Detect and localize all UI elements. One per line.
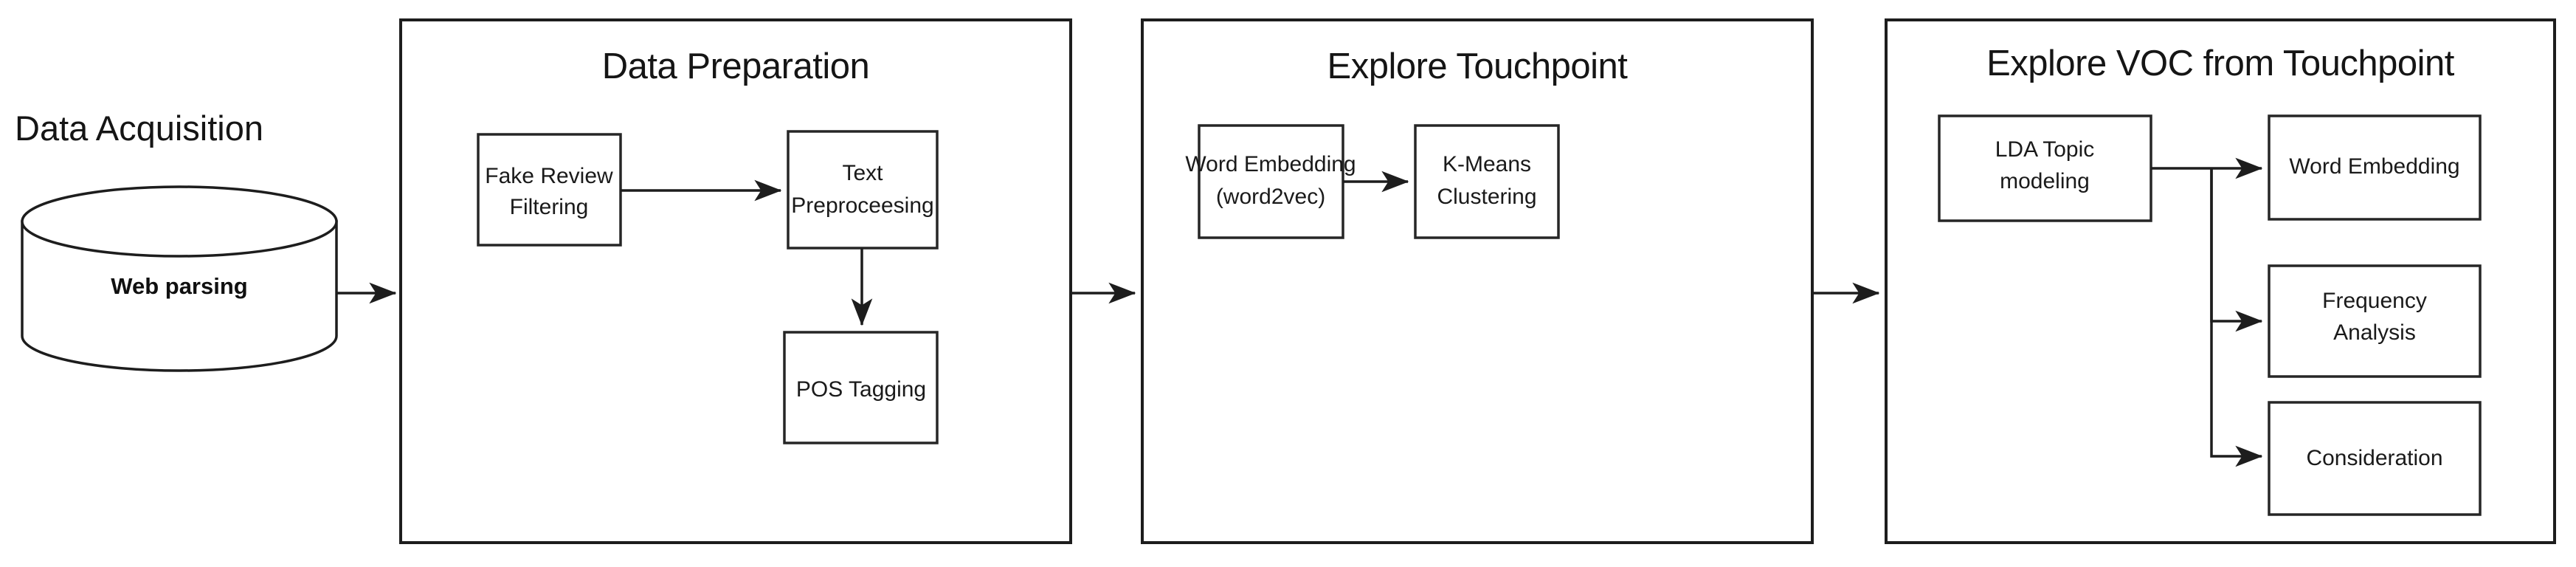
stage-data-preparation[interactable]: Data Preparation Fake Review Filtering T…: [399, 18, 1136, 544]
node-label-frequency-analysis-line1: Frequency: [2322, 289, 2427, 313]
node-label-web-parsing: Web parsing: [111, 273, 247, 299]
node-label-lda-topic-modeling-line2: modeling: [2000, 169, 2090, 193]
node-lda-topic-modeling[interactable]: LDA Topic modeling: [1938, 114, 2152, 222]
node-label-fake-review-filtering-line2: Filtering: [510, 195, 589, 219]
stage-title-explore-touchpoint: Explore Touchpoint: [1327, 47, 1629, 86]
cylinder-body: [21, 220, 338, 372]
node-box-consideration: [2268, 401, 2482, 516]
node-pos-tagging[interactable]: POS Tagging: [783, 331, 939, 444]
node-box-word-embedding: [2268, 114, 2482, 221]
stage-explore-voc-from-touchpoint[interactable]: Explore VOC from Touchpoint LDA Topic mo…: [1885, 18, 2556, 544]
node-consideration[interactable]: Consideration: [2268, 401, 2482, 516]
node-label-word-embedding: Word Embedding: [2289, 154, 2459, 179]
node-word-embedding-word2vec[interactable]: Word Embedding (word2vec): [1185, 124, 1356, 239]
stage-title-data-acquisition: Data Acquisition: [15, 109, 263, 148]
node-label-fake-review-filtering-line1: Fake Review: [485, 164, 613, 188]
node-web-parsing[interactable]: Web parsing: [21, 185, 338, 372]
node-frequency-analysis[interactable]: Frequency Analysis: [2268, 264, 2482, 378]
connector-lda-to-consideration: [2210, 168, 2263, 467]
node-label-k-means-clustering-line2: Clustering: [1437, 185, 1536, 209]
node-text-preproceesing[interactable]: Text Preproceesing: [787, 130, 939, 250]
node-box-pos-tagging: [783, 331, 939, 444]
node-label-text-preproceesing-line2: Preproceesing: [791, 193, 933, 218]
node-label-frequency-analysis-line2: Analysis: [2333, 320, 2416, 345]
node-box-frequency-analysis: [2268, 264, 2482, 378]
stage-title-explore-voc-from-touchpoint: Explore VOC from Touchpoint: [1986, 44, 2455, 83]
node-label-pos-tagging: POS Tagging: [796, 377, 926, 402]
node-box-lda-topic-modeling: [1938, 114, 2152, 222]
node-word-embedding[interactable]: Word Embedding: [2268, 114, 2482, 221]
node-box-text-preproceesing: [787, 130, 939, 250]
cylinder-top-ellipse: [21, 185, 338, 258]
node-box-fake-review-filtering: [477, 133, 622, 247]
node-fake-review-filtering[interactable]: Fake Review Filtering: [477, 133, 622, 247]
node-k-means-clustering[interactable]: K-Means Clustering: [1414, 124, 1560, 239]
node-label-k-means-clustering-line1: K-Means: [1443, 152, 1531, 176]
node-box-word-embedding-word2vec: [1198, 124, 1344, 239]
stage-title-data-preparation: Data Preparation: [602, 47, 869, 86]
stage-data-acquisition[interactable]: Data Acquisition Web parsing: [15, 109, 397, 372]
node-label-word-embedding-word2vec-line2: (word2vec): [1216, 185, 1325, 209]
node-label-word-embedding-word2vec-line1: Word Embedding: [1185, 152, 1356, 176]
node-label-lda-topic-modeling-line1: LDA Topic: [1995, 137, 2095, 162]
stage-explore-touchpoint[interactable]: Explore Touchpoint Word Embedding (word2…: [1141, 18, 1880, 544]
node-box-k-means-clustering: [1414, 124, 1560, 239]
stage-panel-explore-touchpoint: [1141, 18, 1814, 544]
node-label-text-preproceesing-line1: Text: [842, 161, 883, 185]
stage-panel-data-preparation: [399, 18, 1072, 544]
node-label-consideration: Consideration: [2306, 446, 2442, 470]
